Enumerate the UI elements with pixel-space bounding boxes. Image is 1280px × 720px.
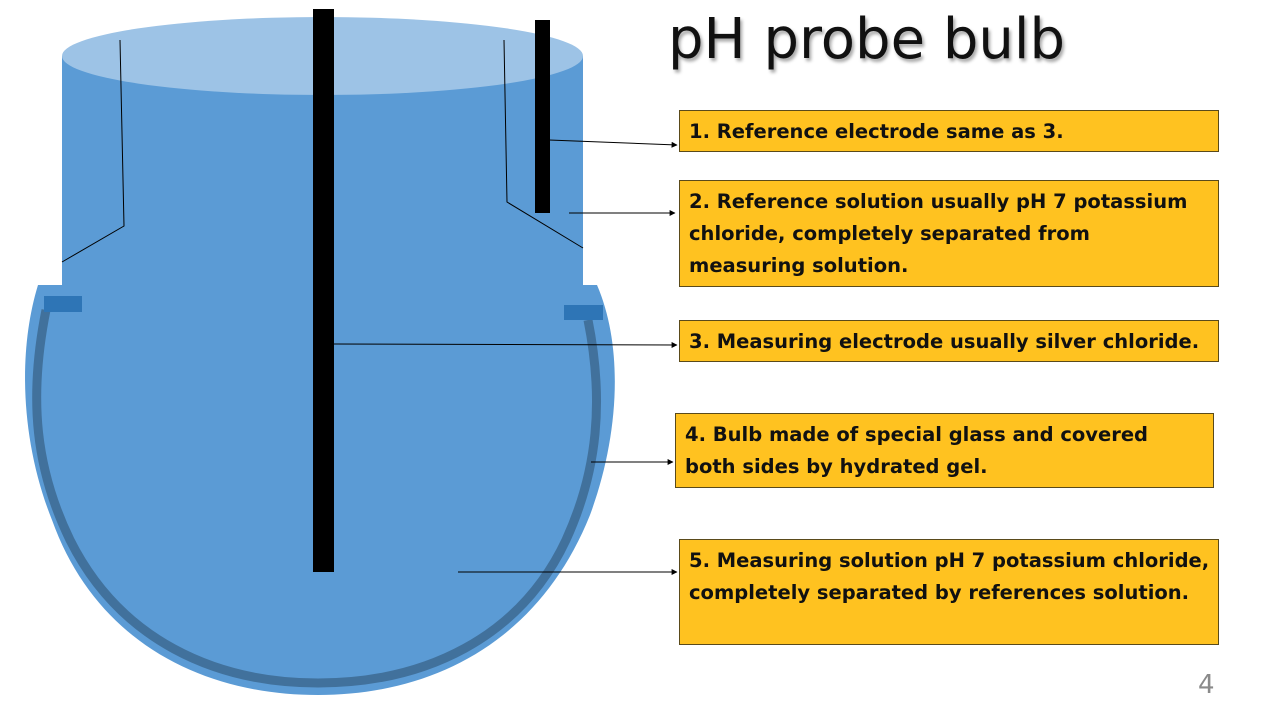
measuring-electrode (313, 9, 334, 572)
callout-measuring-electrode: 3. Measuring electrode usually silver ch… (679, 320, 1219, 362)
slide-title: pH probe bulb (668, 7, 1066, 72)
arrow-callout-1 (548, 139, 678, 148)
bulb-glass-wall (32, 309, 602, 688)
callout-reference-electrode: 1. Reference electrode same as 3. (679, 110, 1219, 152)
reference-chamber-wall-left (61, 39, 125, 263)
seal-tab-left (44, 296, 82, 312)
arrow-callout-3 (333, 341, 678, 348)
page-number: 4 (1198, 670, 1215, 700)
callout-measuring-solution: 5. Measuring solution pH 7 potassium chl… (679, 539, 1219, 645)
reference-chamber-wall-right (503, 39, 584, 249)
callout-reference-solution: 2. Reference solution usually pH 7 potas… (679, 180, 1219, 287)
seal-tab-right (564, 305, 603, 320)
callout-bulb-glass: 4. Bulb made of special glass and covere… (675, 413, 1214, 488)
reference-electrode (535, 20, 550, 213)
